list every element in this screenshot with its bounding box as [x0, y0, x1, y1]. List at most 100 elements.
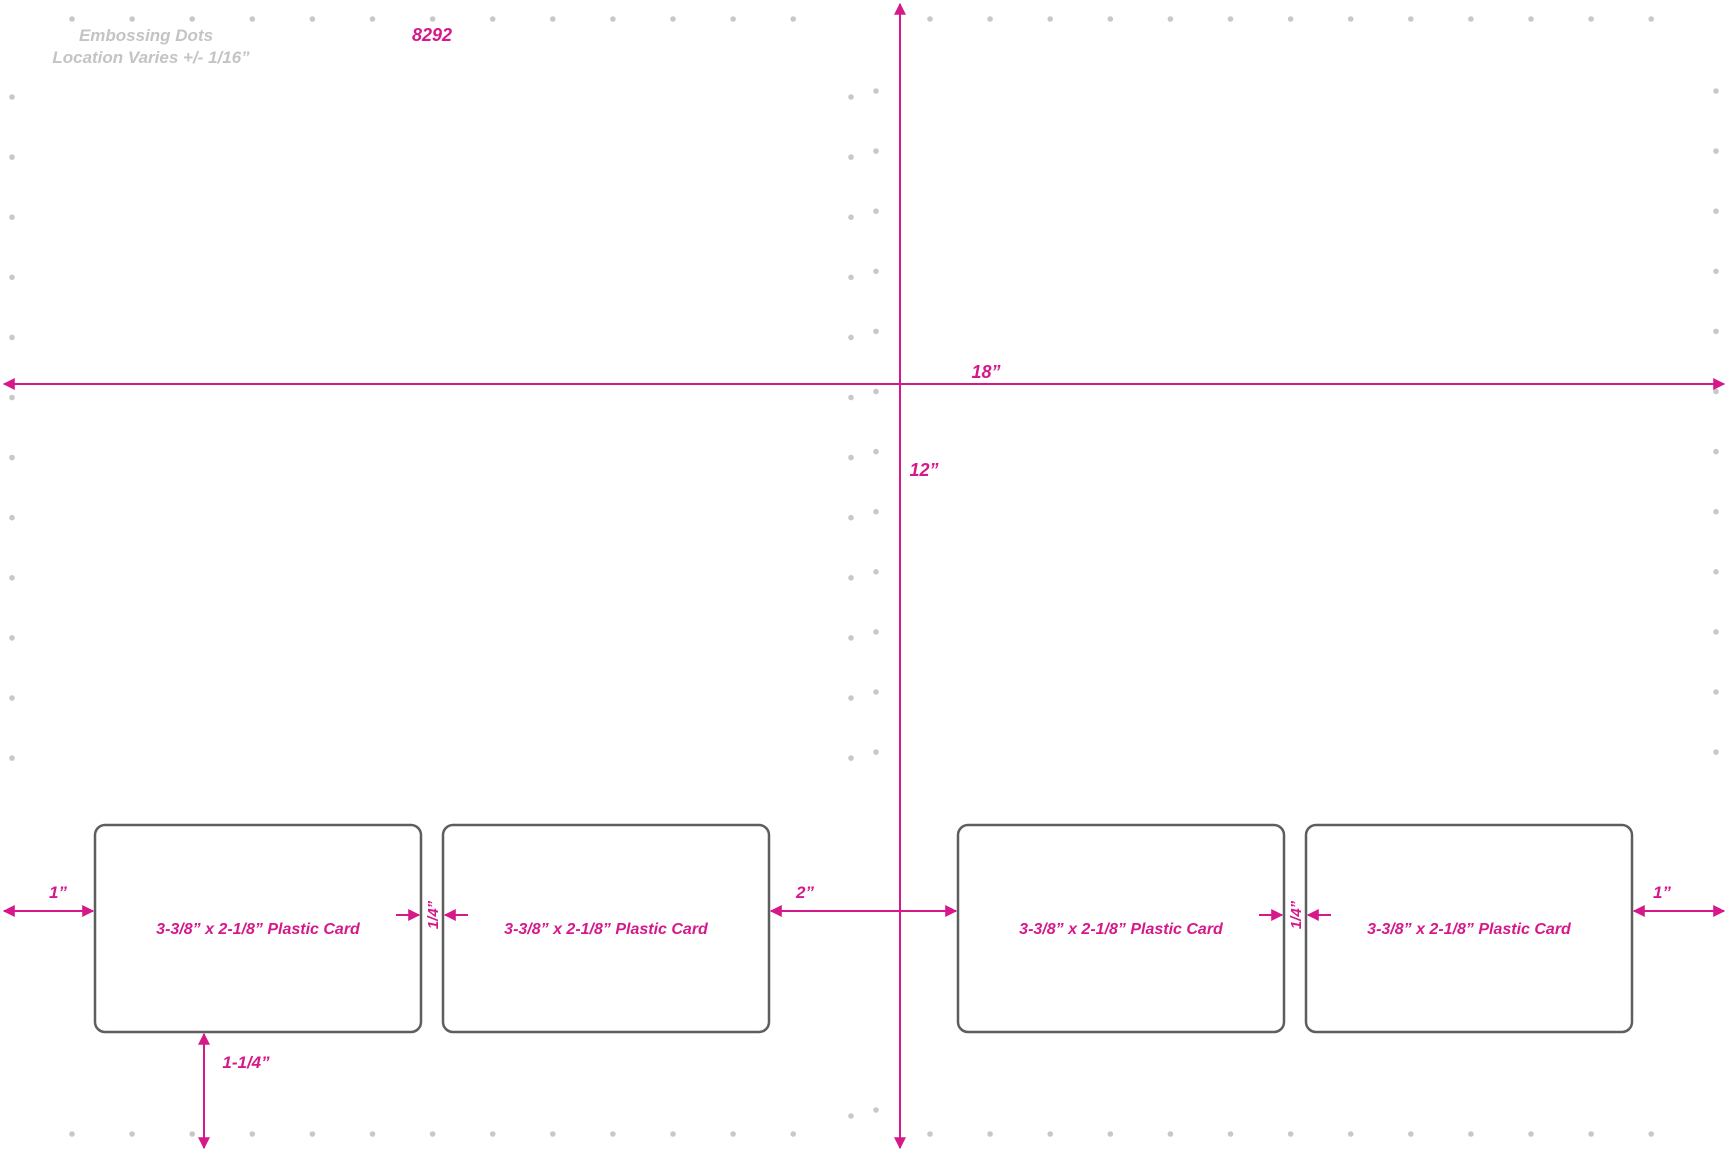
embossing-dot [1648, 1131, 1654, 1137]
embossing-dot [9, 274, 15, 281]
embossing-dot [69, 1131, 75, 1137]
embossing-dot [848, 214, 854, 220]
center-gap-label: 2” [795, 883, 814, 902]
embossing-dot [249, 1131, 256, 1137]
left-margin-label: 1” [49, 883, 67, 902]
embossing-dot [987, 16, 993, 22]
embossing-dot [610, 1131, 616, 1137]
embossing-dot [1588, 1131, 1594, 1137]
embossing-dot [369, 1131, 376, 1137]
plastic-card-label: 3-3/8” x 2-1/8” Plastic Card [504, 921, 709, 938]
embossing-dots [9, 16, 1719, 1137]
embossing-dot [873, 629, 879, 635]
embossing-dot [790, 16, 796, 22]
embossing-dot [489, 16, 496, 22]
plastic-card-label: 3-3/8” x 2-1/8” Plastic Card [156, 921, 361, 938]
embossing-dot [1468, 16, 1474, 22]
embossing-dot [610, 16, 616, 22]
embossing-dot [550, 16, 556, 22]
template-number: 8292 [412, 25, 452, 45]
embossing-dot [249, 16, 256, 22]
card-gap-label: 1/4” [425, 900, 442, 929]
embossing-dot [9, 154, 15, 160]
embossing-dot [848, 334, 854, 341]
embossing-dot [1347, 1131, 1354, 1137]
embossing-dot [848, 154, 854, 160]
embossing-dot [550, 1131, 556, 1137]
embossing-dot [873, 388, 879, 395]
embossing-dot [873, 569, 879, 575]
embossing-dot [873, 268, 879, 275]
embossing-dot [489, 1131, 496, 1137]
embossing-dot [848, 575, 854, 581]
embossing-note-line1: Embossing Dots [79, 26, 213, 45]
embossing-dot [730, 16, 736, 22]
embossing-dot [1227, 16, 1234, 22]
embossing-dot [1713, 629, 1719, 635]
embossing-dot [9, 514, 15, 521]
embossing-dot [9, 635, 15, 641]
embossing-dot [309, 1131, 316, 1137]
embossing-dot [670, 16, 676, 22]
embossing-dot [1528, 16, 1534, 22]
plastic-card: 3-3/8” x 2-1/8” Plastic Card [441, 823, 771, 1034]
sheet-height-label: 12” [909, 460, 938, 480]
embossing-dot [429, 1131, 436, 1137]
embossing-dot [1047, 1131, 1053, 1137]
embossing-dot [848, 394, 854, 401]
embossing-dot [129, 1131, 135, 1137]
embossing-dot [189, 16, 195, 22]
embossing-dot [1287, 16, 1294, 22]
embossing-dot [730, 1131, 736, 1137]
embossing-dot [1408, 16, 1414, 22]
embossing-dot [848, 274, 854, 281]
plastic-card: 3-3/8” x 2-1/8” Plastic Card [1304, 823, 1634, 1034]
embossing-dot [873, 328, 879, 335]
embossing-dot [69, 16, 75, 22]
bottom-margin-label: 1-1/4” [222, 1053, 270, 1072]
embossing-dot [9, 394, 15, 401]
embossing-dot [848, 635, 854, 641]
embossing-dot [129, 16, 135, 22]
plastic-card-label: 3-3/8” x 2-1/8” Plastic Card [1367, 921, 1572, 938]
embossing-dot [873, 88, 879, 94]
embossing-dot [1167, 16, 1174, 22]
embossing-dot [1588, 16, 1594, 22]
embossing-dot [1713, 328, 1719, 335]
embossing-dot [429, 16, 436, 22]
right-margin-label: 1” [1653, 883, 1671, 902]
embossing-dot [873, 148, 879, 154]
embossing-dot [1713, 388, 1719, 395]
embossing-dot [873, 1107, 879, 1113]
embossing-dot [848, 514, 854, 521]
embossing-dot [1287, 1131, 1294, 1137]
embossing-dot [1713, 508, 1719, 515]
embossing-dot [1528, 1131, 1534, 1137]
embossing-dot [1713, 689, 1719, 695]
plastic-card: 3-3/8” x 2-1/8” Plastic Card [956, 823, 1286, 1034]
embossing-dot [9, 334, 15, 341]
embossing-dot [1227, 1131, 1234, 1137]
embossing-dot [189, 1131, 195, 1137]
embossing-dot [848, 1113, 854, 1119]
embossing-dot [848, 94, 854, 100]
embossing-dot [1107, 1131, 1114, 1137]
embossing-dot [1713, 749, 1719, 755]
embossing-dot [873, 508, 879, 515]
embossing-dot [1167, 1131, 1174, 1137]
card-gap-label: 1/4” [1288, 900, 1305, 929]
embossing-dot [987, 1131, 993, 1137]
embossing-dot [1713, 148, 1719, 154]
embossing-dot [873, 448, 879, 455]
embossing-dot [9, 454, 15, 461]
plastic-card: 3-3/8” x 2-1/8” Plastic Card [93, 823, 423, 1034]
embossing-dot [9, 94, 15, 100]
embossing-dot [848, 755, 854, 761]
embossing-dot [1107, 16, 1114, 22]
embossing-dot [1047, 16, 1053, 22]
embossing-dot [873, 689, 879, 695]
embossing-dot [927, 1131, 933, 1137]
embossing-dot [1713, 448, 1719, 455]
embossing-dot [873, 208, 879, 214]
